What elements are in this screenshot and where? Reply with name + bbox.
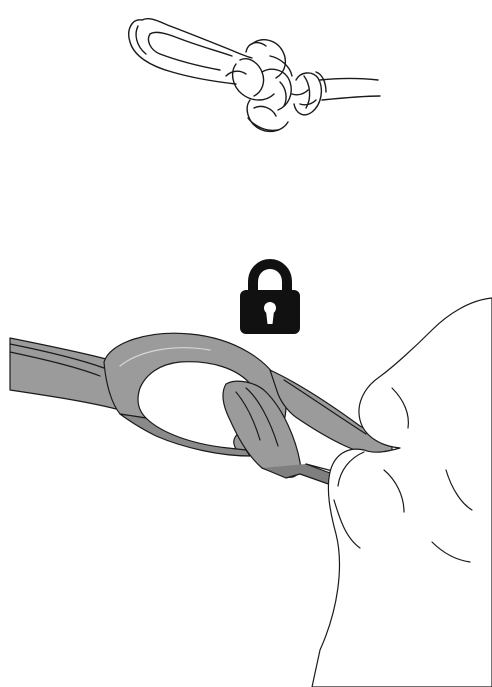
- hook-sketch: [129, 19, 252, 84]
- top-sketch: [129, 19, 380, 132]
- coil-sketch: [292, 72, 380, 115]
- padlock-icon: [240, 264, 300, 334]
- knot-sketch: [226, 40, 292, 132]
- bottom-illustration: [10, 298, 492, 687]
- hand: [312, 298, 492, 687]
